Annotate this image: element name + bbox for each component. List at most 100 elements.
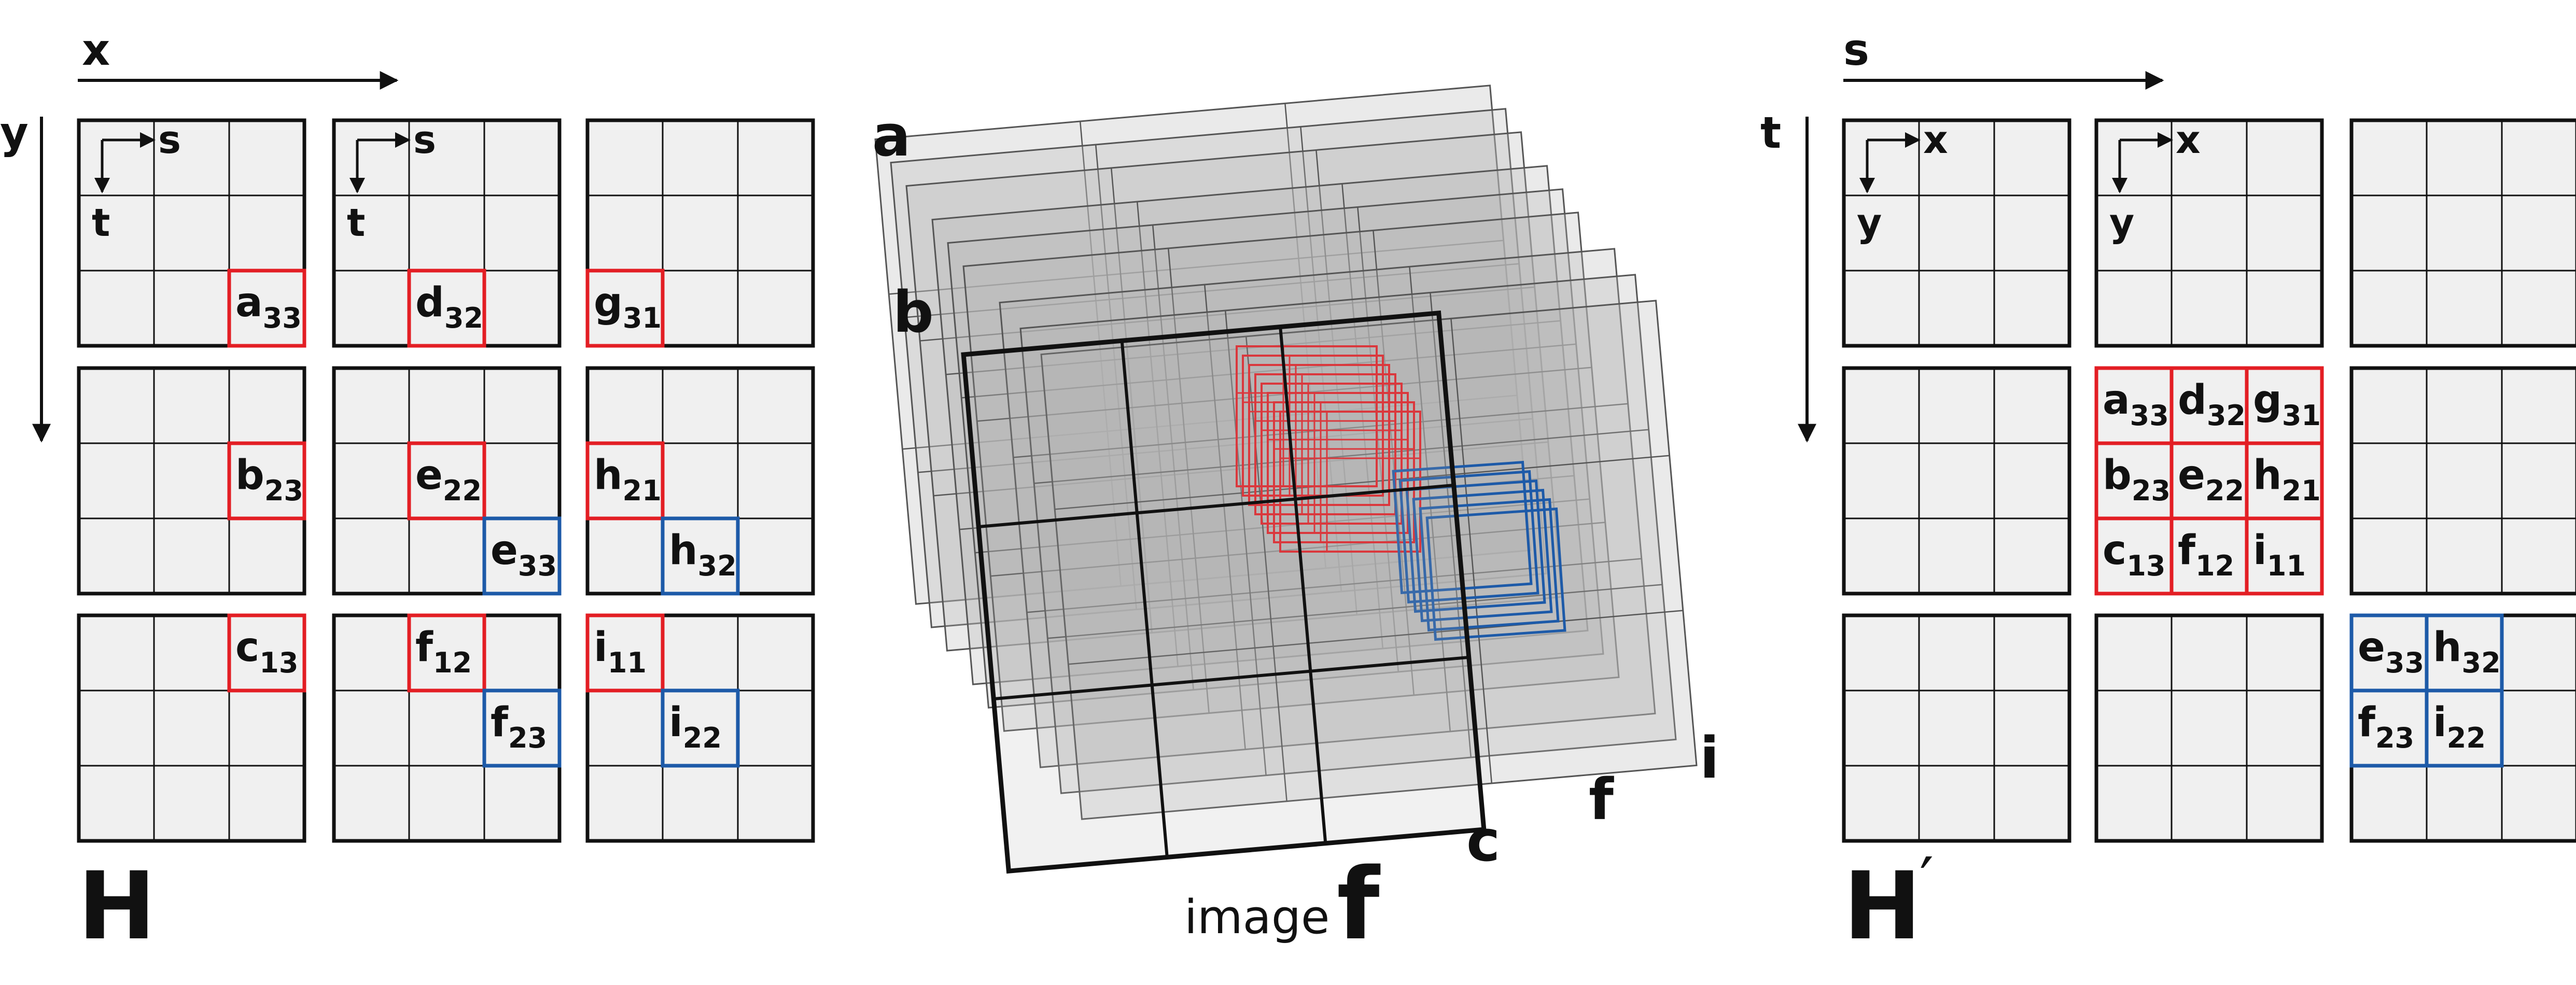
image-plane-9 xyxy=(1040,300,1698,820)
right-red-block-label-c13: c13 xyxy=(2103,527,2165,582)
red-sample-7 xyxy=(1273,401,1415,543)
left-red-cell-e22: e22 xyxy=(407,441,486,520)
plane-label-f: f xyxy=(1589,766,1614,833)
blue-sample-5 xyxy=(1419,498,1560,632)
left-blue-cell-e33-label: e33 xyxy=(491,527,557,582)
left-inner-axis-1-h-label: s xyxy=(158,118,181,162)
left-red-cell-a33: a33 xyxy=(227,269,306,348)
right-blue-block-cell-f23: f23 xyxy=(2349,688,2429,768)
left-red-cell-c13: c13 xyxy=(227,613,306,693)
left-red-cell-c13-label: c13 xyxy=(235,624,298,679)
left-blue-cell-e33: e33 xyxy=(482,516,562,596)
image-plane-2 xyxy=(890,108,1547,628)
left-red-cell-g31: g31 xyxy=(585,269,665,348)
right-grid-1-3 xyxy=(2349,118,2576,348)
right-red-block-cell-b23: b23 xyxy=(2094,441,2174,520)
right-red-block-label-g31: g31 xyxy=(2253,377,2321,432)
image-plane-1 xyxy=(874,85,1532,605)
blue-sample-4 xyxy=(1412,488,1553,623)
left-red-cell-f12: f12 xyxy=(407,613,486,693)
left-inner-axis-1-v-label: t xyxy=(92,201,110,245)
blue-sample-1 xyxy=(1392,460,1533,595)
right-red-block-cell-a33: a33 xyxy=(2094,366,2174,445)
left-red-cell-g31-label: g31 xyxy=(594,279,662,334)
right-inner-axis-1: xy xyxy=(1857,118,1948,245)
right-red-block-label-d32: d32 xyxy=(2178,377,2246,432)
left-red-cell-b23: b23 xyxy=(227,441,306,520)
left-blue-cell-h32: h32 xyxy=(661,516,740,596)
left-red-cell-h21: h21 xyxy=(585,441,665,520)
right-red-block-cell-f12: f12 xyxy=(2169,516,2249,596)
red-sample-stack xyxy=(1236,345,1421,553)
right-red-block-cell-d32: d32 xyxy=(2169,366,2249,445)
left-red-cell-d32-label: d32 xyxy=(415,279,483,334)
left-blue-cell-h32-label: h32 xyxy=(669,527,737,582)
right-blue-block-cell-e33: e33 xyxy=(2349,613,2429,693)
right-red-block-cell-c13: c13 xyxy=(2094,516,2174,596)
blue-sample-6 xyxy=(1425,507,1566,641)
left-blue-cell-f23-label: f23 xyxy=(491,699,547,754)
left-blue-cell-i22: i22 xyxy=(661,688,740,768)
plane-label-b: b xyxy=(893,279,934,345)
right-red-block-label-a33: a33 xyxy=(2103,377,2169,432)
right-grid-1-2 xyxy=(2094,118,2324,348)
right-inner-axis-2-h-label: x xyxy=(2176,118,2201,162)
left-red-cell-a33-label: a33 xyxy=(235,279,302,334)
left-red-cell-b23-label: b23 xyxy=(235,452,303,507)
plane-label-i: i xyxy=(1700,725,1719,791)
image-caption-symbol: f xyxy=(1337,847,1381,962)
right-grid-1-1 xyxy=(1842,118,2071,348)
blue-sample-2 xyxy=(1398,470,1539,604)
left-inner-axis-2-h-label: s xyxy=(413,118,436,162)
left-blue-cell-i22-label: i22 xyxy=(669,699,722,754)
right-blue-block-cell-h32: h32 xyxy=(2425,613,2504,693)
right-inner-axis-1-v-label: y xyxy=(1857,201,1882,245)
red-sample-8 xyxy=(1279,411,1421,553)
middle-image-stack: a b c f i image f xyxy=(872,85,1719,962)
right-blue-block-label-f23: f23 xyxy=(2358,699,2414,754)
right-inner-axis-2: xy xyxy=(2109,118,2201,245)
right-title-prime: ′ xyxy=(1920,845,1934,917)
right-inner-axis-2-v-label: y xyxy=(2109,201,2134,245)
left-x-axis-label: x xyxy=(82,24,110,75)
left-red-cell-h21-label: h21 xyxy=(594,452,662,507)
right-grid-3-1 xyxy=(1842,613,2071,843)
right-inner-axis-1-h-label: x xyxy=(1923,118,1948,162)
left-red-cell-d32: d32 xyxy=(407,269,486,348)
right-red-block-label-h21: h21 xyxy=(2253,452,2321,507)
left-inner-axis-1: st xyxy=(92,118,181,245)
right-s-axis-label: s xyxy=(1843,24,1869,75)
right-title: H xyxy=(1843,852,1922,961)
right-red-block-label-i11: i11 xyxy=(2253,527,2306,582)
right-red-block-cell-e22: e22 xyxy=(2169,441,2249,520)
plane-label-a: a xyxy=(872,103,911,169)
red-sample-4 xyxy=(1254,373,1396,515)
left-highlight-cells: a33 d32 g31 b23 e22 h21 c13 f12 i11 e33 h32 f23 i22 xyxy=(227,269,740,768)
left-blue-cell-f23: f23 xyxy=(482,688,562,768)
right-red-block-cell-i11: i11 xyxy=(2245,516,2324,596)
image-f-front-plane xyxy=(961,310,1487,874)
right-red-block-label-e22: e22 xyxy=(2178,452,2244,507)
right-grid-2-1 xyxy=(1842,366,2071,596)
blue-sample-stack xyxy=(1392,460,1566,641)
left-inner-axis-2-v-label: t xyxy=(347,201,365,245)
right-blue-block-cell-i22: i22 xyxy=(2425,688,2504,768)
right-blue-block-label-i22: i22 xyxy=(2433,699,2486,754)
left-title: H xyxy=(78,852,156,961)
front-image-plane xyxy=(961,310,1487,874)
right-t-axis-label: t xyxy=(1760,107,1781,158)
right-blue-block-label-h32: h32 xyxy=(2433,624,2501,679)
left-red-cell-i11-label: i11 xyxy=(594,624,647,679)
right-blue-block-label-e33: e33 xyxy=(2358,624,2424,679)
left-inner-axis-2: st xyxy=(347,118,436,245)
left-red-cell-i11: i11 xyxy=(585,613,665,693)
left-y-axis-label: y xyxy=(0,107,29,158)
left-red-cell-e22-label: e22 xyxy=(415,452,482,507)
